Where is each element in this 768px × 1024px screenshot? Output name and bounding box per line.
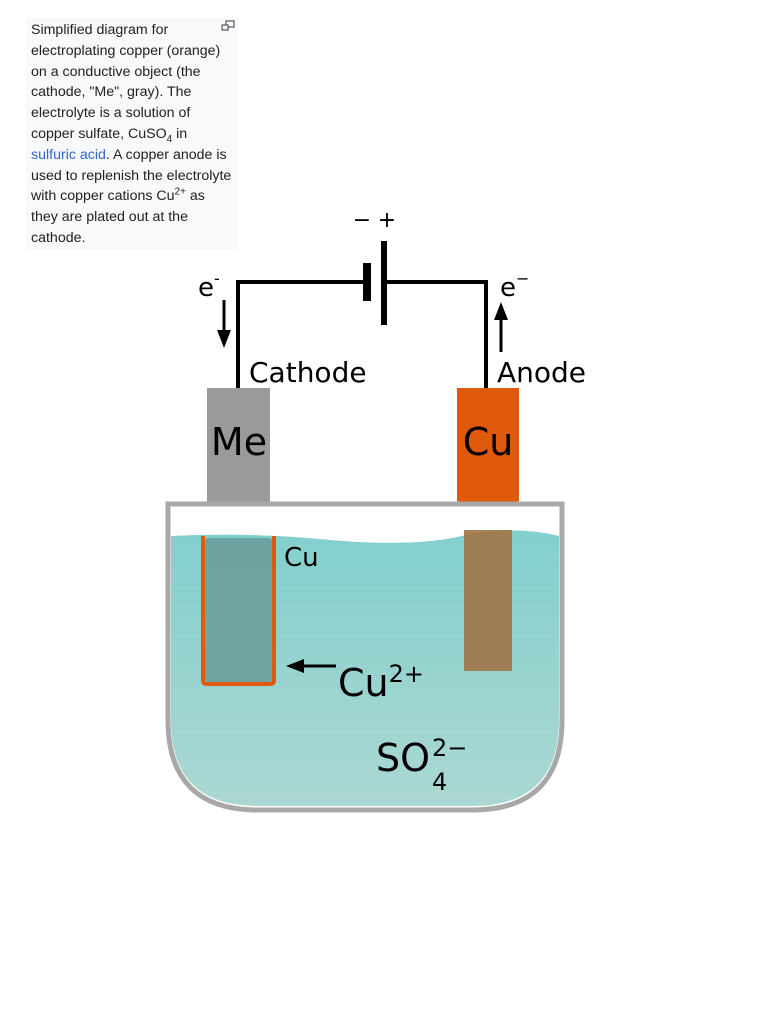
arrow-down-icon (217, 300, 231, 348)
expand-icon[interactable] (221, 20, 235, 32)
sulfate-ion-label: SO2−4 (376, 734, 467, 796)
battery-plus-sign: + (378, 208, 396, 233)
arrow-up-icon (494, 302, 508, 352)
anode-label: Anode (497, 356, 586, 389)
image-caption: Simplified diagram for electroplating co… (26, 18, 238, 250)
caption-subscript: 4 (166, 133, 173, 145)
battery-minus-sign: − (353, 208, 371, 233)
electron-label-left: e- (198, 269, 220, 303)
wire-left (236, 280, 365, 388)
battery-icon (363, 241, 387, 325)
caption-superscript: 2+ (174, 186, 186, 198)
sulfuric-acid-link[interactable]: sulfuric acid (31, 146, 106, 163)
arrow-left-icon (286, 659, 336, 673)
copper-cation-label: Cu2+ (338, 660, 424, 705)
cathode-electrode-label: Me (211, 420, 267, 464)
caption-text: Simplified diagram for electroplating co… (31, 22, 232, 246)
electron-label-right: e− (500, 269, 529, 303)
copper-plating-layer (201, 536, 276, 686)
cathode-submerged (205, 538, 272, 682)
plated-copper-label: Cu (284, 543, 319, 573)
wire-right (386, 280, 488, 388)
anode-electrode-label: Cu (463, 420, 514, 464)
anode-submerged (464, 530, 512, 671)
cathode-label: Cathode (249, 356, 367, 389)
